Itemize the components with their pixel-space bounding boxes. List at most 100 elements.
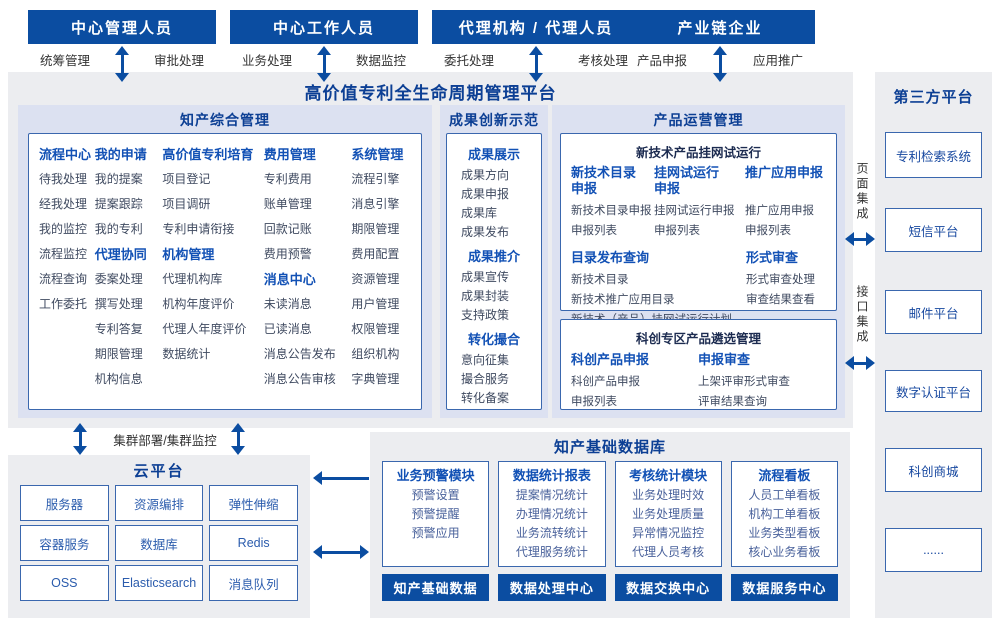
- cloud-service-box: 资源编排: [114, 485, 204, 521]
- db-module: 流程看板 人员工单看板机构工单看板业务类型看板核心业务看板: [730, 461, 838, 567]
- group-items: 成果方向成果申报成果库成果发布: [447, 166, 541, 242]
- list-item: 成果方向: [461, 168, 510, 182]
- group-heading: 流程看板: [758, 468, 811, 483]
- group-items: 待我处理经我处理我的监控流程监控流程查询工作委托: [39, 167, 95, 317]
- group-heading: 申报审查: [698, 352, 751, 367]
- list-item: 代理人年度评价: [162, 322, 247, 336]
- platform-panel: 高价值专利全生命周期管理平台 知产综合管理 流程中心 待我处理经我处理我的监控流…: [8, 72, 853, 428]
- list-item: 人员工单看板: [748, 488, 821, 502]
- section-product-ops: 产品运营管理 新技术产品挂网试运行 新技术目录申报 新技术目录申报申报列表 挂网…: [552, 105, 845, 418]
- group-heading: 业务预警模块: [396, 468, 475, 483]
- list-item: 字典管理: [351, 372, 400, 386]
- section-title: 成果创新示范: [449, 112, 539, 128]
- group-items: 成果宣传成果封装支持政策: [447, 268, 541, 325]
- third-party-system: 专利检索系统: [885, 132, 982, 178]
- group-heading: 新技术目录申报: [571, 165, 637, 196]
- list-item: 审查结果查看: [746, 294, 815, 306]
- leftright-arrow-icon: [845, 356, 875, 370]
- column: 费用管理 专利费用账单管理回款记账费用预警 消息中心 未读消息已读消息消息公告发…: [264, 142, 352, 401]
- list-item: 成果宣传: [461, 270, 510, 284]
- list-item: 提案跟踪: [94, 197, 143, 211]
- box-title: 科创专区产品遴选管理: [635, 332, 761, 346]
- list-item: 机构年度评价: [162, 297, 235, 311]
- actor-box: 中心管理人员: [28, 10, 216, 44]
- third-party-system: 科创商城: [885, 448, 982, 492]
- group-heading: 高价值专利培育: [162, 147, 254, 162]
- group-items: 预警设置预警提醒预警应用: [385, 486, 486, 543]
- leftright-arrow-icon: [313, 545, 369, 559]
- list-item: 新技术推广应用目录: [571, 294, 675, 306]
- group-heading: 费用管理: [263, 147, 316, 162]
- list-item: 申报列表: [571, 396, 617, 408]
- third-party-system: 数字认证平台: [885, 370, 982, 412]
- cluster-label: 集群部署/集群监控: [113, 434, 217, 448]
- leftright-arrow-icon: [845, 232, 875, 246]
- group-items: 新技术目录申报申报列表: [571, 201, 654, 241]
- cloud-service-box: 消息队列: [209, 565, 298, 601]
- list-item: 代理人员考核: [632, 545, 705, 559]
- group-heading: 考核统计模块: [629, 468, 708, 483]
- group-items: 流程引擎消息引擎期限管理费用配置资源管理用户管理权限管理组织机构字典管理: [351, 167, 411, 392]
- list-item: 权限管理: [351, 322, 400, 336]
- section-title: 知产综合管理: [180, 112, 270, 128]
- updown-arrow-icon: [231, 423, 245, 455]
- left-arrow-icon: [313, 471, 369, 485]
- group-heading: 消息中心: [263, 272, 316, 287]
- group-heading: 推广应用申报: [744, 165, 823, 180]
- group: 申报审查 上架评审形式审查评审结果查询: [698, 351, 826, 412]
- group-items: 推广应用申报申报列表: [745, 201, 826, 241]
- actor-left-label: 统筹管理: [40, 54, 91, 68]
- list-item: 消息引擎: [351, 197, 400, 211]
- list-item: 未读消息: [263, 297, 312, 311]
- list-item: 申报列表: [744, 225, 791, 237]
- actor-box: 产业链企业: [625, 10, 815, 44]
- third-party-system: 邮件平台: [885, 290, 982, 334]
- actor-left-label: 产品申报: [637, 54, 688, 68]
- column: 我的申请 我的提案提案跟踪我的专利 代理协同 委案处理撰写处理专利答复期限管理机…: [95, 142, 163, 401]
- list-item: 资源管理: [351, 272, 400, 286]
- third-party-title: 第三方平台: [893, 89, 974, 106]
- group-heading: 成果推介: [467, 249, 520, 264]
- list-item: 工作委托: [39, 297, 88, 311]
- group-items: 未读消息已读消息消息公告发布消息公告审核: [264, 292, 352, 392]
- group-items: 上架评审形式审查评审结果查询: [698, 372, 826, 412]
- list-item: 形式审查处理: [746, 274, 815, 286]
- selection-row: 科创产品申报 科创产品申报申报列表 申报审查 上架评审形式审查评审结果查询: [561, 351, 836, 412]
- cloud-service-box: Elasticsearch: [114, 565, 204, 601]
- group-items: 我的提案提案跟踪我的专利: [95, 167, 163, 242]
- list-item: 用户管理: [351, 297, 400, 311]
- list-item: 支持政策: [461, 308, 510, 322]
- list-item: 专利费用: [263, 172, 312, 186]
- list-item: 我的提案: [94, 172, 143, 186]
- list-item: 账单管理: [263, 197, 312, 211]
- group-items: 委案处理撰写处理专利答复期限管理机构信息: [95, 267, 163, 392]
- list-item: 消息公告发布: [263, 347, 336, 361]
- cloud-service-box: OSS: [20, 565, 109, 601]
- trial-top-row: 新技术目录申报 新技术目录申报申报列表 挂网试运行申报 挂网试运行申报申报列表 …: [561, 165, 836, 241]
- group: 挂网试运行申报 挂网试运行申报申报列表: [654, 165, 745, 241]
- db-module: 数据统计报表 提案情况统计办理情况统计业务流转统计代理服务统计: [498, 461, 606, 567]
- list-item: 委案处理: [94, 272, 143, 286]
- cloud-service-box: 数据库: [114, 525, 204, 561]
- group-heading: 数据统计报表: [512, 468, 591, 483]
- group-heading: 形式审查: [746, 250, 799, 265]
- list-item: 流程监控: [39, 247, 88, 261]
- list-item: 撮合服务: [461, 372, 510, 386]
- list-item: 推广应用申报: [744, 205, 814, 217]
- actor-right-label: 考核处理: [577, 54, 628, 68]
- actor-title: 中心工作人员: [272, 19, 375, 37]
- updown-arrow-icon: [713, 46, 727, 82]
- updown-arrow-icon: [529, 46, 543, 82]
- list-item: 申报列表: [571, 225, 617, 237]
- group-heading: 挂网试运行申报: [654, 165, 720, 196]
- actor-center-managers: 中心管理人员 统筹管理 审批处理: [28, 10, 216, 82]
- cloud-title: 云平台: [133, 463, 185, 480]
- achievement-box: 成果展示 成果方向成果申报成果库成果发布 成果推介 成果宣传成果封装支持政策 转…: [446, 133, 542, 410]
- database-title: 知产基础数据库: [553, 439, 666, 456]
- group-heading: 我的申请: [94, 147, 147, 162]
- group-items: 业务处理时效业务处理质量异常情况监控代理人员考核: [618, 486, 719, 562]
- list-item: 业务处理质量: [632, 507, 705, 521]
- ip-management-box: 流程中心 待我处理经我处理我的监控流程监控流程查询工作委托 我的申请 我的提案提…: [28, 133, 422, 410]
